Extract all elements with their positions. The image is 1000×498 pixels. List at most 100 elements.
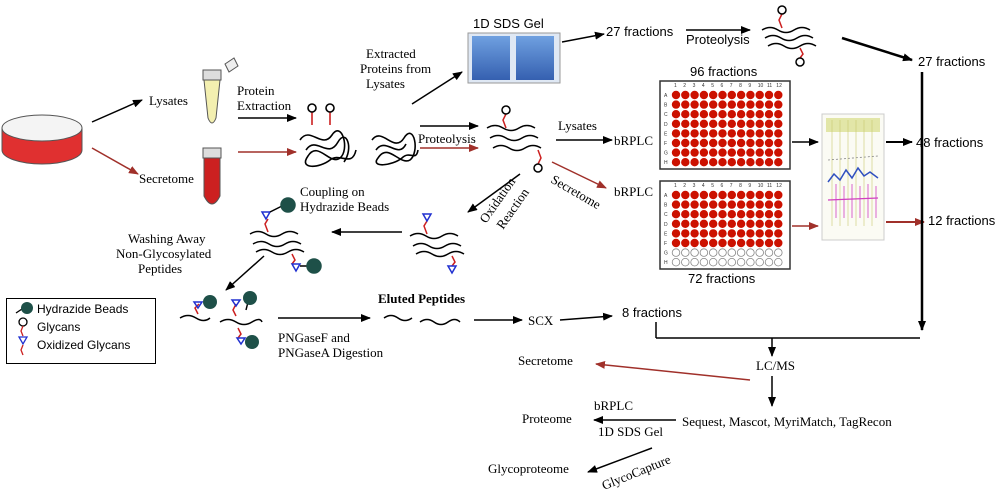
plate-well-filled — [699, 229, 709, 238]
plate-column-label: 10 — [758, 83, 764, 89]
arrow-to-8-fractions — [559, 312, 613, 321]
plate-well-filled — [681, 148, 690, 157]
plate-column-label: 7 — [730, 183, 733, 189]
plate-column-label: 12 — [776, 183, 782, 189]
plate-well-filled — [774, 209, 783, 219]
plate-well-empty — [736, 248, 746, 257]
plate-well-empty — [699, 258, 709, 267]
plate-column-label: 11 — [767, 83, 772, 89]
arrow-dish-to-lysates — [91, 99, 143, 123]
plate-column-label: 6 — [721, 83, 724, 89]
plate-well-empty — [764, 258, 774, 267]
plate-well-filled — [774, 90, 783, 100]
plate-well-filled — [764, 157, 774, 167]
plate-well-filled — [681, 190, 690, 200]
plate-well-filled — [718, 109, 727, 119]
plate-well-filled — [755, 90, 764, 100]
plate-well-empty — [681, 248, 690, 257]
legend: Hydrazide Beads Glycans Oxidized Glycans — [6, 298, 156, 364]
proteolysis-mid-label: Proteolysis — [418, 131, 476, 146]
plate-well-filled — [746, 209, 755, 219]
washing-label-3: Peptides — [138, 261, 182, 276]
plate-well-filled — [774, 157, 783, 167]
plate-well-filled — [746, 229, 755, 238]
plate-well-filled — [690, 100, 699, 109]
plate-well-filled — [727, 119, 736, 128]
plate-well-filled — [746, 109, 755, 119]
plate-well-filled — [736, 90, 746, 100]
plate-column-label: 9 — [748, 183, 751, 189]
plate-well-filled — [681, 200, 690, 209]
plate-well-filled — [746, 138, 755, 148]
plate-well-filled — [699, 200, 709, 209]
plate-well-filled — [736, 119, 746, 128]
plate-well-filled — [671, 138, 681, 148]
plate-well-filled — [681, 129, 690, 138]
fraction-8-label: 8 fractions — [622, 305, 682, 320]
proteolysis-top-label: Proteolysis — [686, 32, 750, 47]
plate-well-filled — [690, 90, 699, 100]
plate-row-label: H — [664, 260, 668, 266]
plate-well-filled — [709, 119, 718, 128]
plate-row-label: B — [664, 103, 668, 109]
bead-coupled-peptides-icon — [249, 197, 322, 274]
plate-column-label: 5 — [711, 83, 714, 89]
plate-well-filled — [727, 190, 736, 200]
protein-extraction-label-1: Protein — [237, 83, 275, 98]
plate-well-filled — [671, 219, 681, 228]
plate-well-filled — [671, 238, 681, 248]
plate-well-filled — [736, 157, 746, 167]
plate-row-label: H — [664, 160, 668, 166]
plate-well-filled — [718, 190, 727, 200]
plate-well-filled — [727, 148, 736, 157]
plate-well-empty — [736, 258, 746, 267]
plate-well-filled — [764, 209, 774, 219]
arrow-to-secretome-bottom — [595, 360, 751, 381]
arrow-gel-to-fractions — [561, 31, 605, 43]
brplc-bottom-label: bRPLC — [594, 398, 633, 413]
proteome-label: Proteome — [522, 411, 572, 426]
glycopeptides-icon — [486, 105, 543, 173]
search-tools-label: Sequest, Mascot, MyriMatch, TagRecon — [682, 414, 892, 429]
plate-well-filled — [699, 100, 709, 109]
plate-well-filled — [736, 200, 746, 209]
label-mask — [676, 22, 684, 42]
plate-well-filled — [718, 138, 727, 148]
plate-well-filled — [746, 119, 755, 128]
arrow-washing — [225, 255, 265, 291]
plate-well-filled — [746, 148, 755, 157]
plate-well-filled — [690, 138, 699, 148]
plate-column-label: 10 — [758, 183, 764, 189]
plate-well-filled — [718, 148, 727, 157]
plate-well-filled — [755, 219, 764, 228]
plate-well-filled — [671, 109, 681, 119]
plate-96-label: 96 fractions — [690, 64, 758, 79]
plate-well-filled — [699, 90, 709, 100]
plate-well-filled — [727, 90, 736, 100]
lysates-mid-label: Lysates — [558, 118, 597, 133]
washing-label-2: Non-Glycosylated — [116, 246, 212, 261]
plate-well-filled — [718, 157, 727, 167]
plate-well-filled — [709, 209, 718, 219]
pngase-label-1: PNGaseF and — [278, 330, 350, 345]
plate-well-filled — [764, 190, 774, 200]
plate-well-empty — [671, 248, 681, 257]
plate-well-filled — [764, 219, 774, 228]
plate-well-filled — [699, 138, 709, 148]
brplc-1-label: bRPLC — [614, 133, 653, 148]
plate-well-filled — [736, 148, 746, 157]
plate-well-filled — [746, 100, 755, 109]
plate-column-label: 9 — [748, 83, 751, 89]
plate-well-filled — [690, 109, 699, 119]
arrow-dish-to-secretome — [91, 147, 139, 175]
plate-column-label: 4 — [702, 183, 705, 189]
legend-item-hydrazide-beads: Hydrazide Beads — [37, 302, 129, 316]
plate-well-filled — [736, 138, 746, 148]
plate-well-filled — [736, 129, 746, 138]
plate-well-filled — [699, 109, 709, 119]
washing-label-1: Washing Away — [128, 231, 206, 246]
plate-well-filled — [774, 238, 783, 248]
plate-well-filled — [774, 129, 783, 138]
lysates-label: Lysates — [149, 93, 188, 108]
fraction-48-label: 48 fractions — [916, 135, 984, 150]
